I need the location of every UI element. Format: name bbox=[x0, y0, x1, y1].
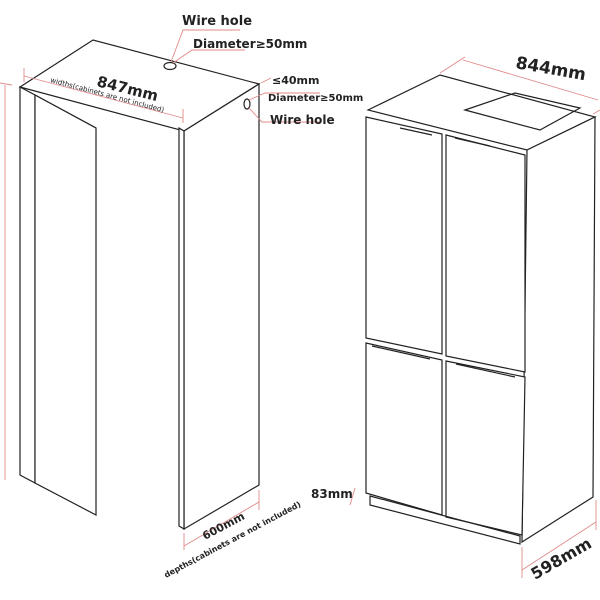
cabinet-left-panel-inner bbox=[34, 93, 97, 516]
cabinet-drawing bbox=[0, 29, 320, 550]
fridge-door-top-left bbox=[365, 116, 443, 355]
cabinet-right-panel-front bbox=[178, 126, 185, 531]
side-wire-hole-diameter: Diameter≥50mm bbox=[268, 93, 363, 104]
fridge-width-value: 844mm bbox=[514, 53, 587, 85]
fridge-top-panel bbox=[462, 92, 582, 131]
top-wire-hole-diameter: Diameter≥50mm bbox=[193, 37, 307, 51]
side-gap-label: ≤40mm bbox=[272, 74, 319, 87]
top-wire-hole bbox=[163, 61, 177, 71]
fridge-door-top-right bbox=[445, 134, 526, 373]
fridge-side bbox=[521, 116, 596, 544]
top-wire-hole-label: Wire hole bbox=[182, 14, 252, 29]
cabinet-left-panel-front bbox=[19, 86, 36, 484]
side-wire-hole-label: Wire hole bbox=[270, 113, 335, 127]
fridge-base-grille bbox=[369, 495, 521, 545]
fridge-door-bottom-right bbox=[445, 360, 526, 536]
fridge-depth-value: 598mm bbox=[528, 534, 595, 584]
side-wire-hole bbox=[243, 98, 251, 110]
fridge-drawing bbox=[349, 56, 600, 578]
fridge-base-height-value: 83mm bbox=[311, 487, 353, 501]
fridge-door-bottom-left bbox=[365, 342, 443, 516]
cabinet-right-panel-side bbox=[183, 82, 260, 531]
